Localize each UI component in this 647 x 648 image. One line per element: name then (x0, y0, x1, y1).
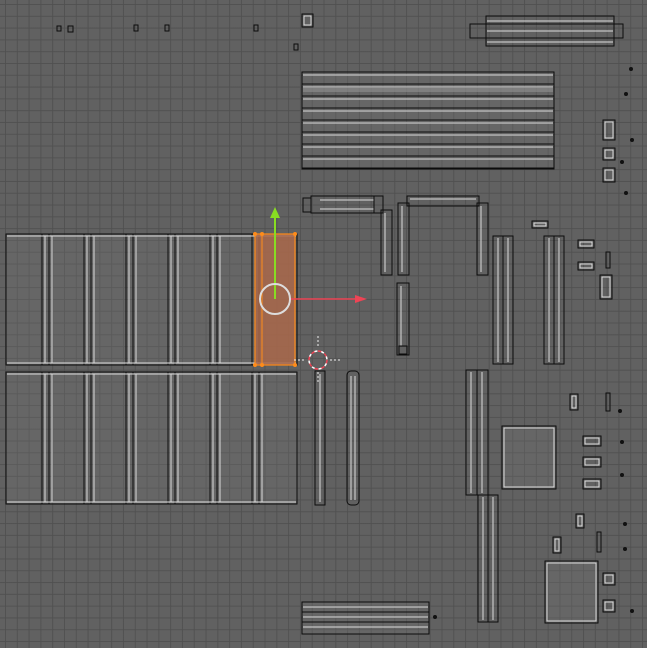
uv-island-vertical-bar-1[interactable] (380, 209, 393, 276)
uv-island-small-square[interactable] (301, 13, 314, 28)
uv-island-thin-bar-2[interactable] (346, 370, 360, 506)
uv-island-vertical-bar-4[interactable] (543, 235, 565, 365)
3d-cursor-icon[interactable] (294, 336, 342, 384)
uv-island-small-pieces[interactable] (56, 24, 634, 619)
uv-island-square-2[interactable] (544, 560, 599, 624)
uv-island-bracket-b[interactable] (397, 195, 489, 276)
selected-uv-face[interactable] (253, 232, 297, 367)
uv-island-top-right-rails[interactable] (469, 15, 624, 47)
uv-island-bottom-planks[interactable] (301, 601, 430, 635)
uv-island-vertical-bar-3[interactable] (492, 235, 514, 365)
uv-island-top-planks[interactable] (301, 71, 555, 170)
uv-island-thin-bar-1[interactable] (314, 370, 326, 506)
uv-island-left-bottom[interactable] (5, 371, 298, 505)
uv-island-left-top[interactable] (5, 233, 298, 366)
uv-island-vertical-bar-2[interactable] (396, 282, 410, 356)
move-gizmo-icon[interactable] (259, 207, 367, 315)
uv-island-tall-bars[interactable] (465, 369, 499, 623)
uv-island-square-1[interactable] (501, 425, 557, 490)
uv-island-bracket-a[interactable] (302, 195, 384, 214)
